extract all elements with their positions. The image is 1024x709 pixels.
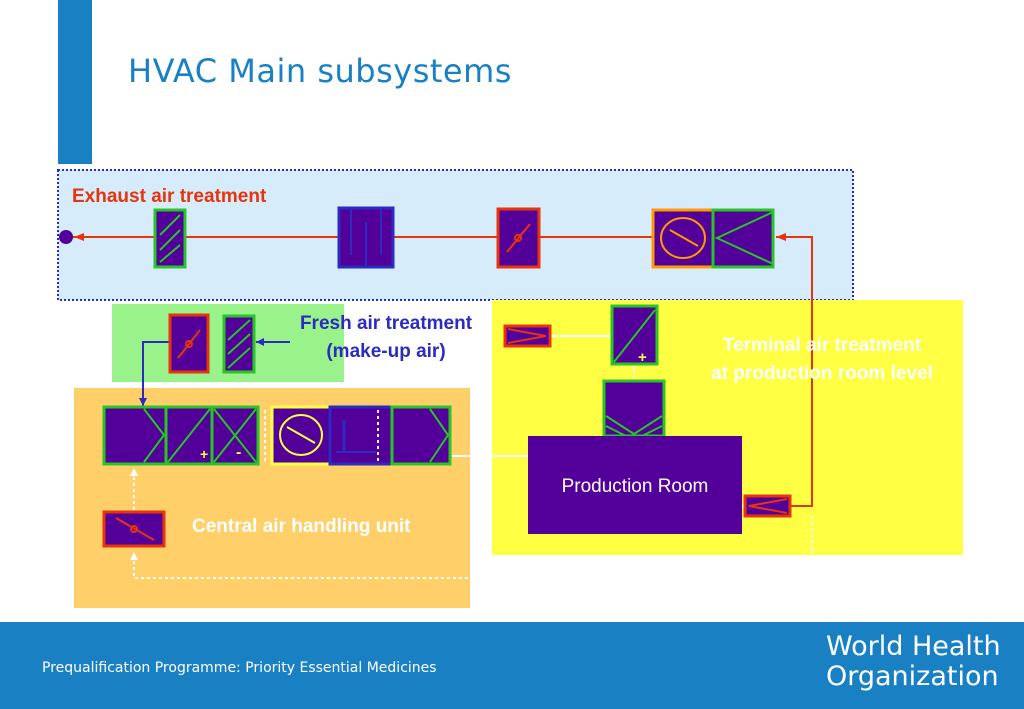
cooling-minus-sign: - [236,444,241,461]
ahu-heating-coil [164,405,214,466]
footer-bar [0,622,1024,709]
exhaust-fan-unit [651,208,775,269]
production-room-box [528,436,742,534]
svg-text:+: + [638,349,647,366]
heating-plus-sign: + [200,446,208,462]
return-duct-line [776,236,813,507]
terminal-reheat-coil [610,304,659,366]
recirculation-damper [102,510,166,548]
production-room-label: Production Room [561,476,709,497]
terminal-air-treatment-label: Terminal air treatment at production roo… [711,335,933,384]
ahu-mixing-section [102,405,168,466]
exhaust-air-treatment-label: Exhaust air treatment [72,186,267,207]
ahu-cooling-coil [210,405,266,466]
exhaust-arrow-head [74,233,84,241]
ahu-final-filter [390,405,452,466]
return-arrow-head [776,233,786,241]
terminal-damper-supply [503,324,552,348]
fresh-filter [222,314,256,374]
terminal-hepa-filter [602,379,666,442]
exhaust-damper [496,207,541,269]
fresh-damper [168,313,210,374]
fresh-to-ahu-line [142,341,170,406]
ahu-humidifier [328,405,394,466]
fresh-air-treatment-label: Fresh air treatment (make-up air) [299,313,473,362]
exhaust-silencer [337,206,395,269]
terminal-damper-return [743,494,792,518]
footer-text: Prequalification Programme: Priority Ess… [42,660,437,676]
title-accent-bar [58,0,92,164]
ahu-fan [270,405,332,466]
central-ahu-label: Central air handling unit [192,516,411,537]
exhaust-filter [153,208,187,269]
who-organization-name: World Health Organization [826,631,1001,692]
recirculation-line [133,550,813,579]
slide-title: HVAC Main subsystems [128,52,512,90]
exhaust-outlet-dot [59,230,73,244]
